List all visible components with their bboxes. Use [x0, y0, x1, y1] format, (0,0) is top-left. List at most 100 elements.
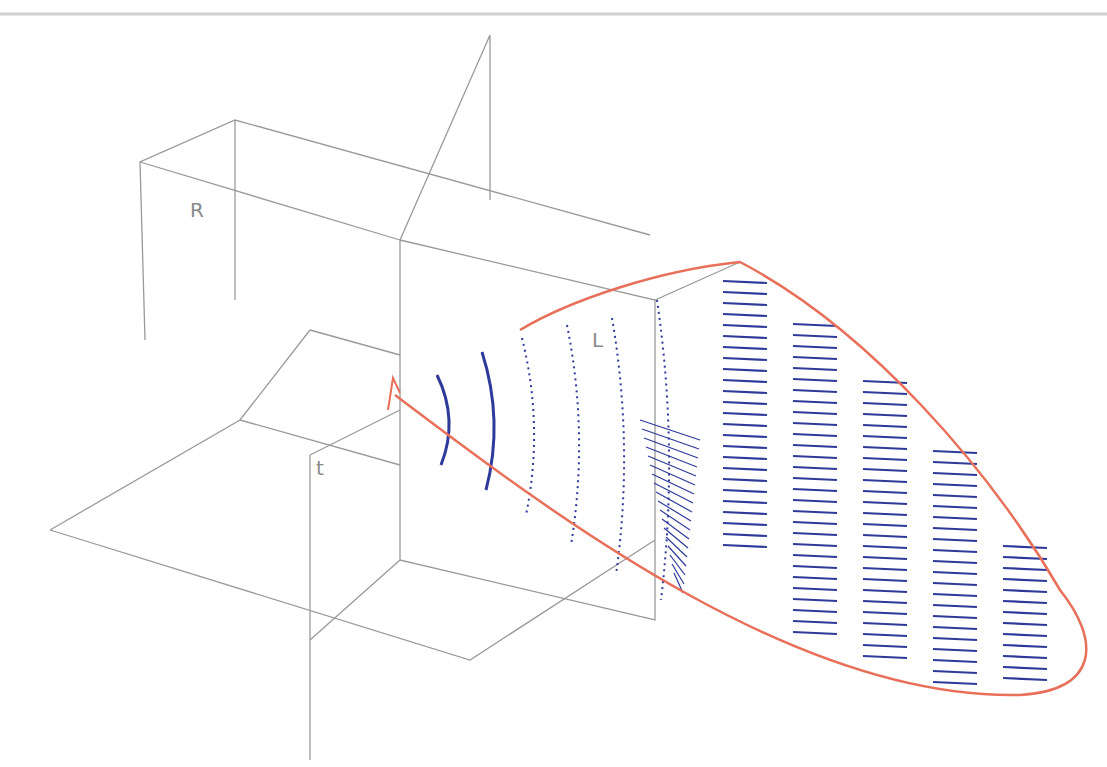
hatch-stroke — [793, 522, 837, 524]
hatch-stroke — [863, 414, 907, 416]
hatch-stroke — [723, 314, 767, 316]
hatch-stroke — [646, 447, 697, 467]
hatch-stroke — [723, 479, 767, 481]
hatch-stroke — [723, 402, 767, 404]
hatch-arc — [522, 338, 534, 515]
hatch-stroke — [644, 438, 698, 458]
hatch-arc — [612, 318, 624, 575]
hatch-stroke — [793, 346, 837, 348]
hatch-stroke — [863, 590, 907, 592]
hatch-stroke — [1003, 645, 1047, 647]
hatch-stroke — [1003, 568, 1047, 570]
hatch-stroke — [863, 612, 907, 614]
hatch-stroke — [1003, 656, 1047, 658]
hatch-stroke — [933, 528, 977, 530]
plane-label: L — [592, 330, 603, 350]
hatch-stroke — [863, 524, 907, 526]
top-rule — [0, 13, 1107, 16]
hatch-stroke — [793, 566, 837, 568]
hatch-stroke — [863, 425, 907, 427]
hatch-stroke — [933, 473, 977, 475]
hatch-stroke — [723, 523, 767, 525]
hatch-stroke — [723, 325, 767, 327]
planes — [50, 35, 740, 760]
hatch-stroke — [650, 465, 695, 485]
hatch-stroke — [933, 671, 977, 673]
hatch-stroke — [723, 303, 767, 305]
hatch-stroke — [793, 500, 837, 502]
hatch-stroke — [863, 458, 907, 460]
hatch-stroke — [793, 489, 837, 491]
hatch-stroke — [933, 605, 977, 607]
hatch-stroke — [793, 511, 837, 513]
hatch-stroke — [793, 621, 837, 623]
hatch-stroke — [723, 457, 767, 459]
hatch-stroke — [793, 379, 837, 381]
hatch-stroke — [723, 490, 767, 492]
hatch-stroke — [723, 292, 767, 294]
hatch-stroke — [793, 456, 837, 458]
hatch-stroke — [863, 546, 907, 548]
hatch-stroke — [1003, 612, 1047, 614]
hatch-stroke — [793, 533, 837, 535]
hatch-stroke — [723, 545, 767, 547]
hatch-stroke — [863, 480, 907, 482]
hatch-stroke — [658, 501, 691, 521]
hatch-stroke — [863, 491, 907, 493]
hatch-stroke — [863, 403, 907, 405]
hatch-stroke — [1003, 667, 1047, 669]
hatch-stroke — [863, 579, 907, 581]
hatch-arc — [437, 375, 449, 465]
boundary-curve — [388, 262, 1086, 695]
hatch-stroke — [652, 474, 694, 494]
hatch-stroke — [723, 512, 767, 514]
hatch-stroke — [793, 423, 837, 425]
hatch-stroke — [933, 583, 977, 585]
hatch-stroke — [863, 634, 907, 636]
hatch-stroke — [1003, 678, 1047, 680]
hatch-stroke — [660, 510, 690, 530]
hatch-stroke — [933, 517, 977, 519]
hatch-stroke — [863, 568, 907, 570]
hatch-stroke — [723, 380, 767, 382]
hatch-stroke — [933, 627, 977, 629]
hatch-stroke — [1003, 546, 1047, 548]
hatch-stroke — [863, 656, 907, 658]
hatch-stroke — [723, 391, 767, 393]
hatch-stroke — [1003, 634, 1047, 636]
hatch-stroke — [933, 495, 977, 497]
hatch-stroke — [1003, 590, 1047, 592]
hatch-stroke — [793, 555, 837, 557]
hatch-stroke — [863, 557, 907, 559]
hatch-stroke — [793, 401, 837, 403]
hatch-stroke — [793, 544, 837, 546]
hatch-stroke — [642, 429, 699, 449]
hatch-stroke — [1003, 623, 1047, 625]
hatch-stroke — [863, 645, 907, 647]
hatch-stroke — [656, 492, 692, 512]
hatch-arc — [482, 352, 494, 490]
hatch-stroke — [933, 616, 977, 618]
hatch-stroke — [863, 502, 907, 504]
hatch-stroke — [863, 436, 907, 438]
hatch-arc — [657, 300, 669, 600]
hatch-stroke — [793, 434, 837, 436]
hatch-stroke — [793, 478, 837, 480]
hatch-stroke — [933, 649, 977, 651]
hatch-stroke — [793, 445, 837, 447]
hatch-stroke — [863, 535, 907, 537]
hatch-stroke — [723, 424, 767, 426]
hatch-stroke — [933, 572, 977, 574]
hatch-stroke — [723, 446, 767, 448]
hatch-stroke — [933, 451, 977, 453]
hatch-stroke — [863, 447, 907, 449]
hatch-stroke — [863, 392, 907, 394]
hatch-stroke — [793, 357, 837, 359]
hatch-stroke — [933, 550, 977, 552]
hatch-stroke — [1003, 601, 1047, 603]
hatch-stroke — [933, 506, 977, 508]
hatch-stroke — [793, 632, 837, 634]
hatch-stroke — [723, 281, 767, 283]
hatch-stroke — [793, 577, 837, 579]
